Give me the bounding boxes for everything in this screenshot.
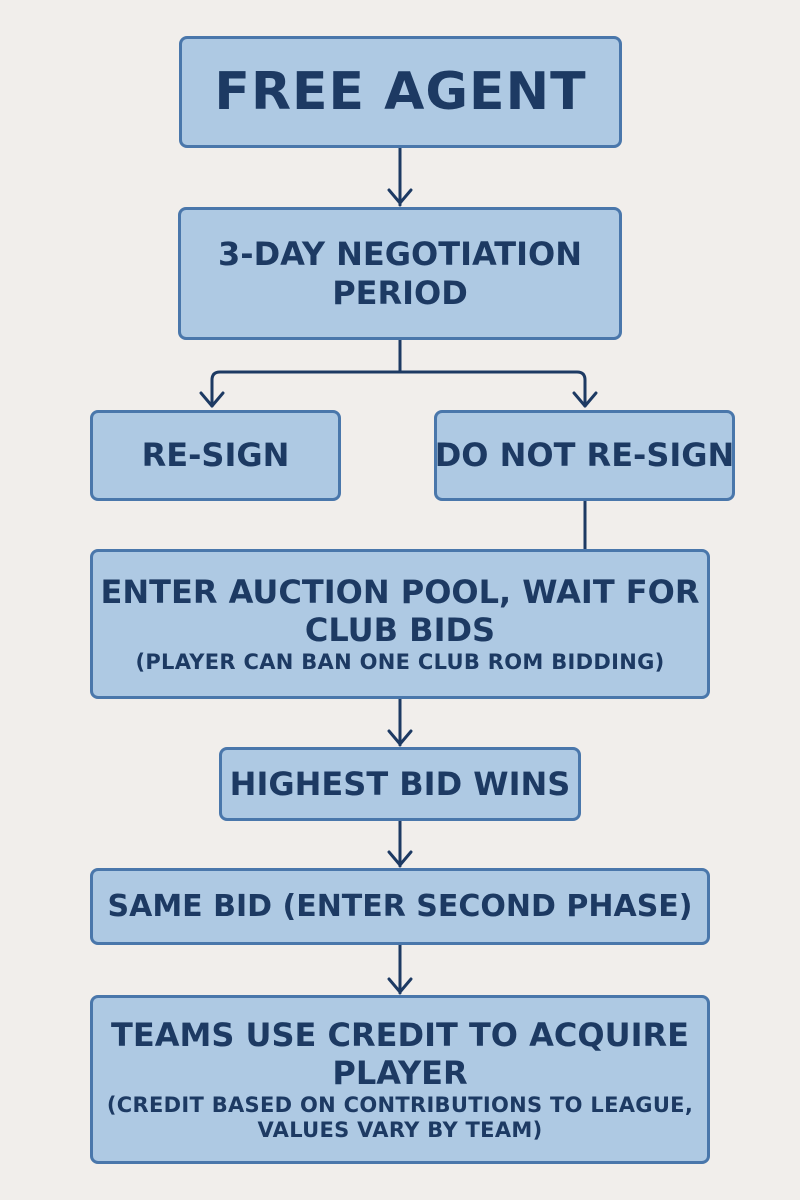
- auction-label-line-1: ENTER AUCTION POOL, WAIT FOR: [100, 573, 700, 612]
- credit-box: TEAMS USE CREDIT TO ACQUIRE PLAYER (CRED…: [90, 995, 710, 1164]
- same-bid-box: SAME BID (ENTER SECOND PHASE): [90, 868, 710, 945]
- arrowhead-highest-bid: [387, 729, 413, 746]
- auction-label-line-2: CLUB BIDS: [304, 611, 496, 650]
- arrowhead-credit: [387, 977, 413, 994]
- do-not-resign-box: DO NOT RE-SIGN: [434, 410, 735, 501]
- free-agent-box: FREE AGENT: [179, 36, 622, 148]
- resign-box: RE-SIGN: [90, 410, 341, 501]
- credit-note-line-2: VALUES VARY BY TEAM): [257, 1117, 543, 1142]
- negotiation-period-box: 3-DAY NEGOTIATION PERIOD: [178, 207, 622, 340]
- arrowhead-negotiation: [387, 188, 413, 205]
- same-bid-label: SAME BID (ENTER SECOND PHASE): [107, 888, 693, 924]
- auction-note: (PLAYER CAN BAN ONE CLUB ROM BIDDING): [135, 649, 665, 674]
- auction-pool-box: ENTER AUCTION POOL, WAIT FOR CLUB BIDS (…: [90, 549, 710, 699]
- arrowhead-resign: [199, 391, 225, 408]
- credit-label-line-1: TEAMS USE CREDIT TO ACQUIRE: [111, 1015, 689, 1054]
- highest-bid-label: HIGHEST BID WINS: [229, 764, 571, 803]
- arrowhead-same-bid: [387, 850, 413, 867]
- do-not-resign-label: DO NOT RE-SIGN: [434, 436, 735, 475]
- credit-note-line-1: (CREDIT BASED ON CONTRIBUTIONS TO LEAGUE…: [106, 1092, 694, 1117]
- negotiation-label-line-2: PERIOD: [332, 273, 468, 312]
- resign-label: RE-SIGN: [141, 436, 290, 475]
- arrowhead-do-not-resign: [572, 391, 598, 408]
- connector-split-branch: [210, 370, 587, 408]
- negotiation-label-line-1: 3-DAY NEGOTIATION: [218, 235, 582, 274]
- credit-label-line-2: PLAYER: [332, 1054, 468, 1093]
- free-agent-label: FREE AGENT: [214, 61, 587, 122]
- highest-bid-box: HIGHEST BID WINS: [219, 747, 581, 821]
